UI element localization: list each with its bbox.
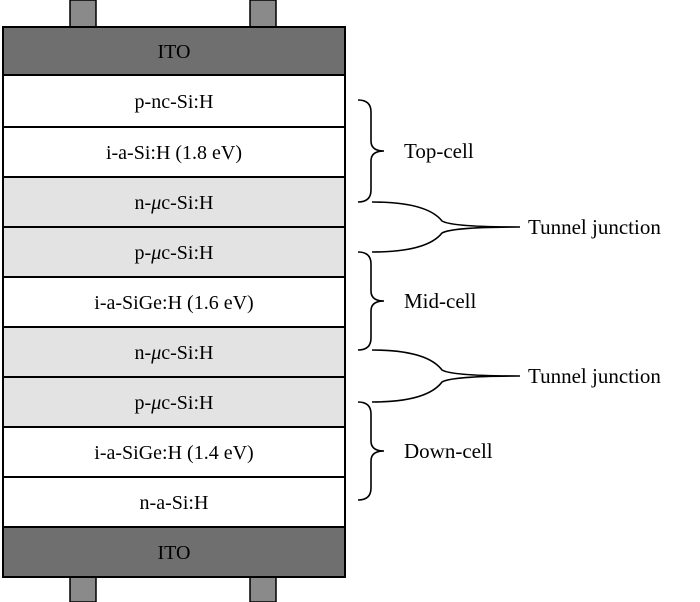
label-prefix: n- [135,192,152,214]
contact-pad-4 [249,575,277,602]
layer-label: p-μc-Si:H [135,242,214,264]
layer-ito-top: ITO [2,26,346,76]
layer-box [2,226,346,278]
layer-label: i-a-SiGe:H (1.6 eV) [94,292,253,314]
layer-label: i-a-SiGe:H (1.4 eV) [94,442,253,464]
layer-i-a-sige-14: i-a-SiGe:H (1.4 eV) [2,426,346,478]
layer-box [2,426,346,478]
cell-brace [357,401,385,501]
contact-pad-3 [69,575,97,602]
layer-p-muc-si-1: p-μc-Si:H [2,226,346,278]
junction-brace [371,349,521,403]
layer-label: n-μc-Si:H [135,192,214,214]
layer-ito-bottom: ITO [2,526,346,578]
cell-label: Top-cell [404,139,474,163]
layer-label: i-a-Si:H (1.8 eV) [106,142,242,164]
layer-n-muc-si-2: n-μc-Si:H [2,326,346,378]
cell-label: Mid-cell [404,289,476,313]
layer-p-nc-si: p-nc-Si:H [2,74,346,128]
cell-label: Down-cell [404,439,493,463]
label-prefix: p- [135,242,152,264]
label-prefix: p- [135,392,152,414]
cell-brace [357,251,385,351]
cell-brace [357,99,385,203]
layer-n-muc-si-1: n-μc-Si:H [2,176,346,228]
label-suffix: c-Si:H [161,342,213,364]
tunnel-junction-2-annotation: Tunnel junction [371,349,661,403]
label-mu-symbol: μ [150,192,161,214]
layer-label: p-μc-Si:H [135,392,214,414]
top-cell-annotation: Top-cell [357,99,474,203]
layer-box [2,276,346,328]
layer-box [2,326,346,378]
label-mu-symbol: μ [150,392,161,414]
contact-pad-1 [69,0,97,29]
tunnel-junction-1-annotation: Tunnel junction [371,201,661,253]
layer-box [2,476,346,528]
layer-label: n-a-Si:H [140,492,209,514]
mid-cell-annotation: Mid-cell [357,251,476,351]
layer-label: ITO [158,542,191,564]
layer-p-muc-si-2: p-μc-Si:H [2,376,346,428]
layer-label: ITO [158,41,191,63]
electrical-contacts [69,0,277,602]
layer-i-a-si-18: i-a-Si:H (1.8 eV) [2,126,346,178]
label-suffix: c-Si:H [161,242,213,264]
layer-n-a-si: n-a-Si:H [2,476,346,528]
layer-box [2,176,346,228]
label-prefix: n- [135,342,152,364]
layer-i-a-sige-16: i-a-SiGe:H (1.6 eV) [2,276,346,328]
label-mu-symbol: μ [150,342,161,364]
layer-box [2,526,346,578]
junction-label: Tunnel junction [528,215,661,239]
label-mu-symbol: μ [150,242,161,264]
label-suffix: c-Si:H [161,192,213,214]
layer-label: n-μc-Si:H [135,342,214,364]
layer-label: p-nc-Si:H [135,91,214,113]
junction-label: Tunnel junction [528,364,661,388]
down-cell-annotation: Down-cell [357,401,493,501]
label-suffix: c-Si:H [161,392,213,414]
junction-brace [371,201,521,253]
contact-pad-2 [249,0,277,29]
